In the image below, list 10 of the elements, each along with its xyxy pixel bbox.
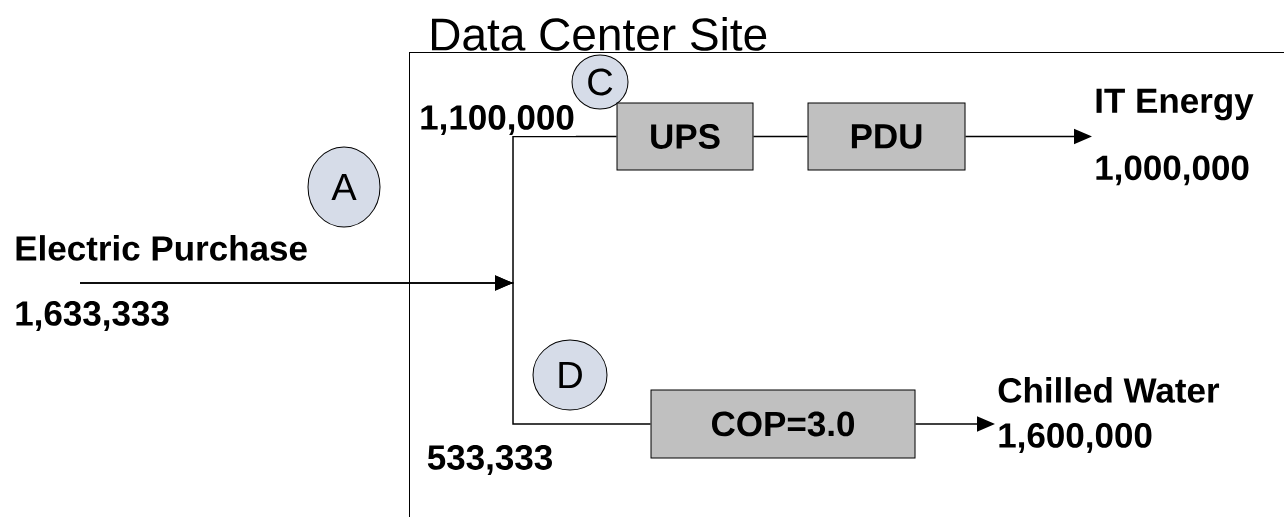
edge-label: 533,333 xyxy=(427,445,552,475)
arrow xyxy=(79,275,652,425)
process-box: COP=3.0 xyxy=(650,389,916,459)
process-box: PDU xyxy=(807,102,966,171)
edge-label: 1,100,000 xyxy=(421,105,574,135)
node-label: Data Center Site xyxy=(431,17,767,51)
flow-label: Electric Purchase 1,633,333 xyxy=(16,235,307,331)
flow-label: IT Energy 1,000,000 xyxy=(1096,88,1254,186)
process-box: UPS xyxy=(616,102,754,171)
flow-label: Chilled Water 1,600,000 xyxy=(998,377,1220,453)
